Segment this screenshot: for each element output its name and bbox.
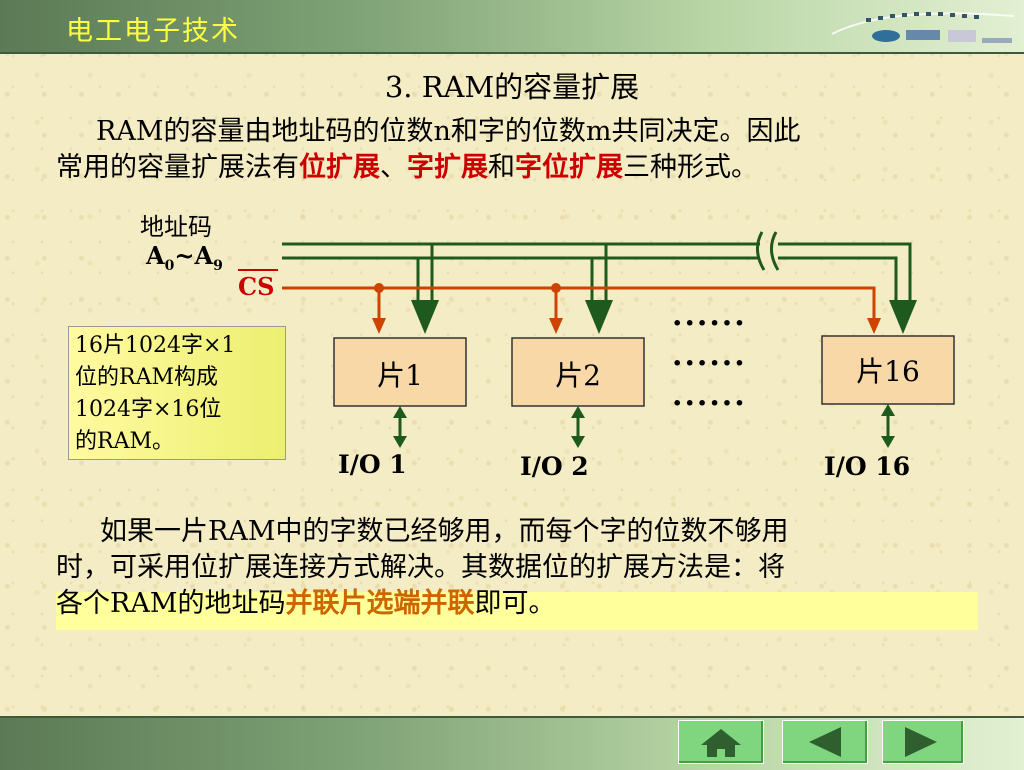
logo	[831, 12, 1015, 43]
io-2-label: I/O 2	[520, 452, 589, 481]
ellipsis-row-3: ······	[672, 386, 747, 421]
header-bar: 电工电子技术	[0, 0, 1024, 54]
previous-button[interactable]	[782, 720, 868, 764]
io-lines	[398, 410, 890, 440]
method-text: 各个RAM的地址码	[56, 588, 286, 619]
next-button[interactable]	[882, 720, 964, 764]
triangle-left-icon	[809, 727, 841, 757]
app-title: 电工电子技术	[66, 16, 240, 47]
slide-title: 3. RAM的容量扩展	[384, 70, 640, 104]
addr-sub-0: 0	[164, 257, 175, 274]
addr-letter: A	[146, 241, 165, 270]
highlight-parallel-connection: 并联片选端并联	[285, 588, 475, 619]
chip-select-label: CS	[238, 272, 275, 301]
address-bus	[282, 242, 912, 302]
chip-16-label: 片16	[856, 355, 920, 388]
intro-text: 三种形式。	[623, 152, 758, 183]
home-button[interactable]	[678, 720, 764, 764]
note-line-4: 的RAM。	[75, 429, 174, 454]
highlight-band	[56, 592, 978, 630]
home-icon	[701, 729, 741, 757]
address-bus-arrows	[411, 300, 917, 334]
separator: 和	[488, 152, 515, 183]
highlight-word-bit-expansion: 字位扩展	[515, 152, 623, 183]
footer-bar	[0, 716, 1024, 770]
address-code-label: 地址码	[140, 213, 212, 241]
method-text: 即可。	[474, 588, 556, 619]
addr-tilde: ~A	[174, 241, 214, 270]
method-paragraph: 如果一片RAM中的字数已经够用，而每个字的位数不够用 时，可采用位扩展连接方式解…	[56, 514, 986, 622]
ellipsis-row-2: ······	[672, 346, 747, 381]
bus-break-mark	[756, 231, 780, 271]
io-arrowheads	[393, 404, 895, 448]
method-line-1: 如果一片RAM中的字数已经够用，而每个字的位数不够用	[100, 516, 789, 547]
intro-text: 常用的容量扩展法有	[56, 152, 299, 183]
highlight-bit-expansion: 位扩展	[299, 152, 380, 183]
ellipsis-row-1: ······	[672, 306, 747, 341]
io-16-label: I/O 16	[824, 452, 911, 481]
triangle-right-icon	[905, 727, 937, 757]
addr-sub-9: 9	[213, 257, 223, 274]
intro-line-2: 常用的容量扩展法有位扩展、字扩展和字位扩展三种形式。	[56, 150, 986, 186]
method-line-3: 各个RAM的地址码并联片选端并联即可。	[56, 586, 986, 622]
separator: 、	[380, 152, 407, 183]
note-box: 16片1024字×1 位的RAM构成 1024字×16位 的RAM。	[68, 326, 286, 460]
note-line-3: 1024字×16位	[75, 397, 222, 422]
method-line-2: 时，可采用位扩展连接方式解决。其数据位的扩展方法是：将	[56, 552, 785, 583]
intro-paragraph: RAM的容量由地址码的位数n和字的位数m共同决定。因此 常用的容量扩展法有位扩展…	[56, 114, 986, 186]
address-range-label: A0~A9	[146, 241, 223, 274]
chip-2-label: 片2	[555, 359, 601, 392]
chip-select-line	[282, 286, 876, 320]
highlight-word-expansion: 字扩展	[407, 152, 488, 183]
chip-select-junctions	[372, 283, 881, 334]
note-line-1: 16片1024字×1	[75, 333, 236, 358]
intro-line-1: RAM的容量由地址码的位数n和字的位数m共同决定。因此	[96, 116, 801, 147]
note-line-2: 位的RAM构成	[75, 365, 218, 390]
chip-1-label: 片1	[377, 359, 423, 392]
io-1-label: I/O 1	[338, 450, 407, 479]
